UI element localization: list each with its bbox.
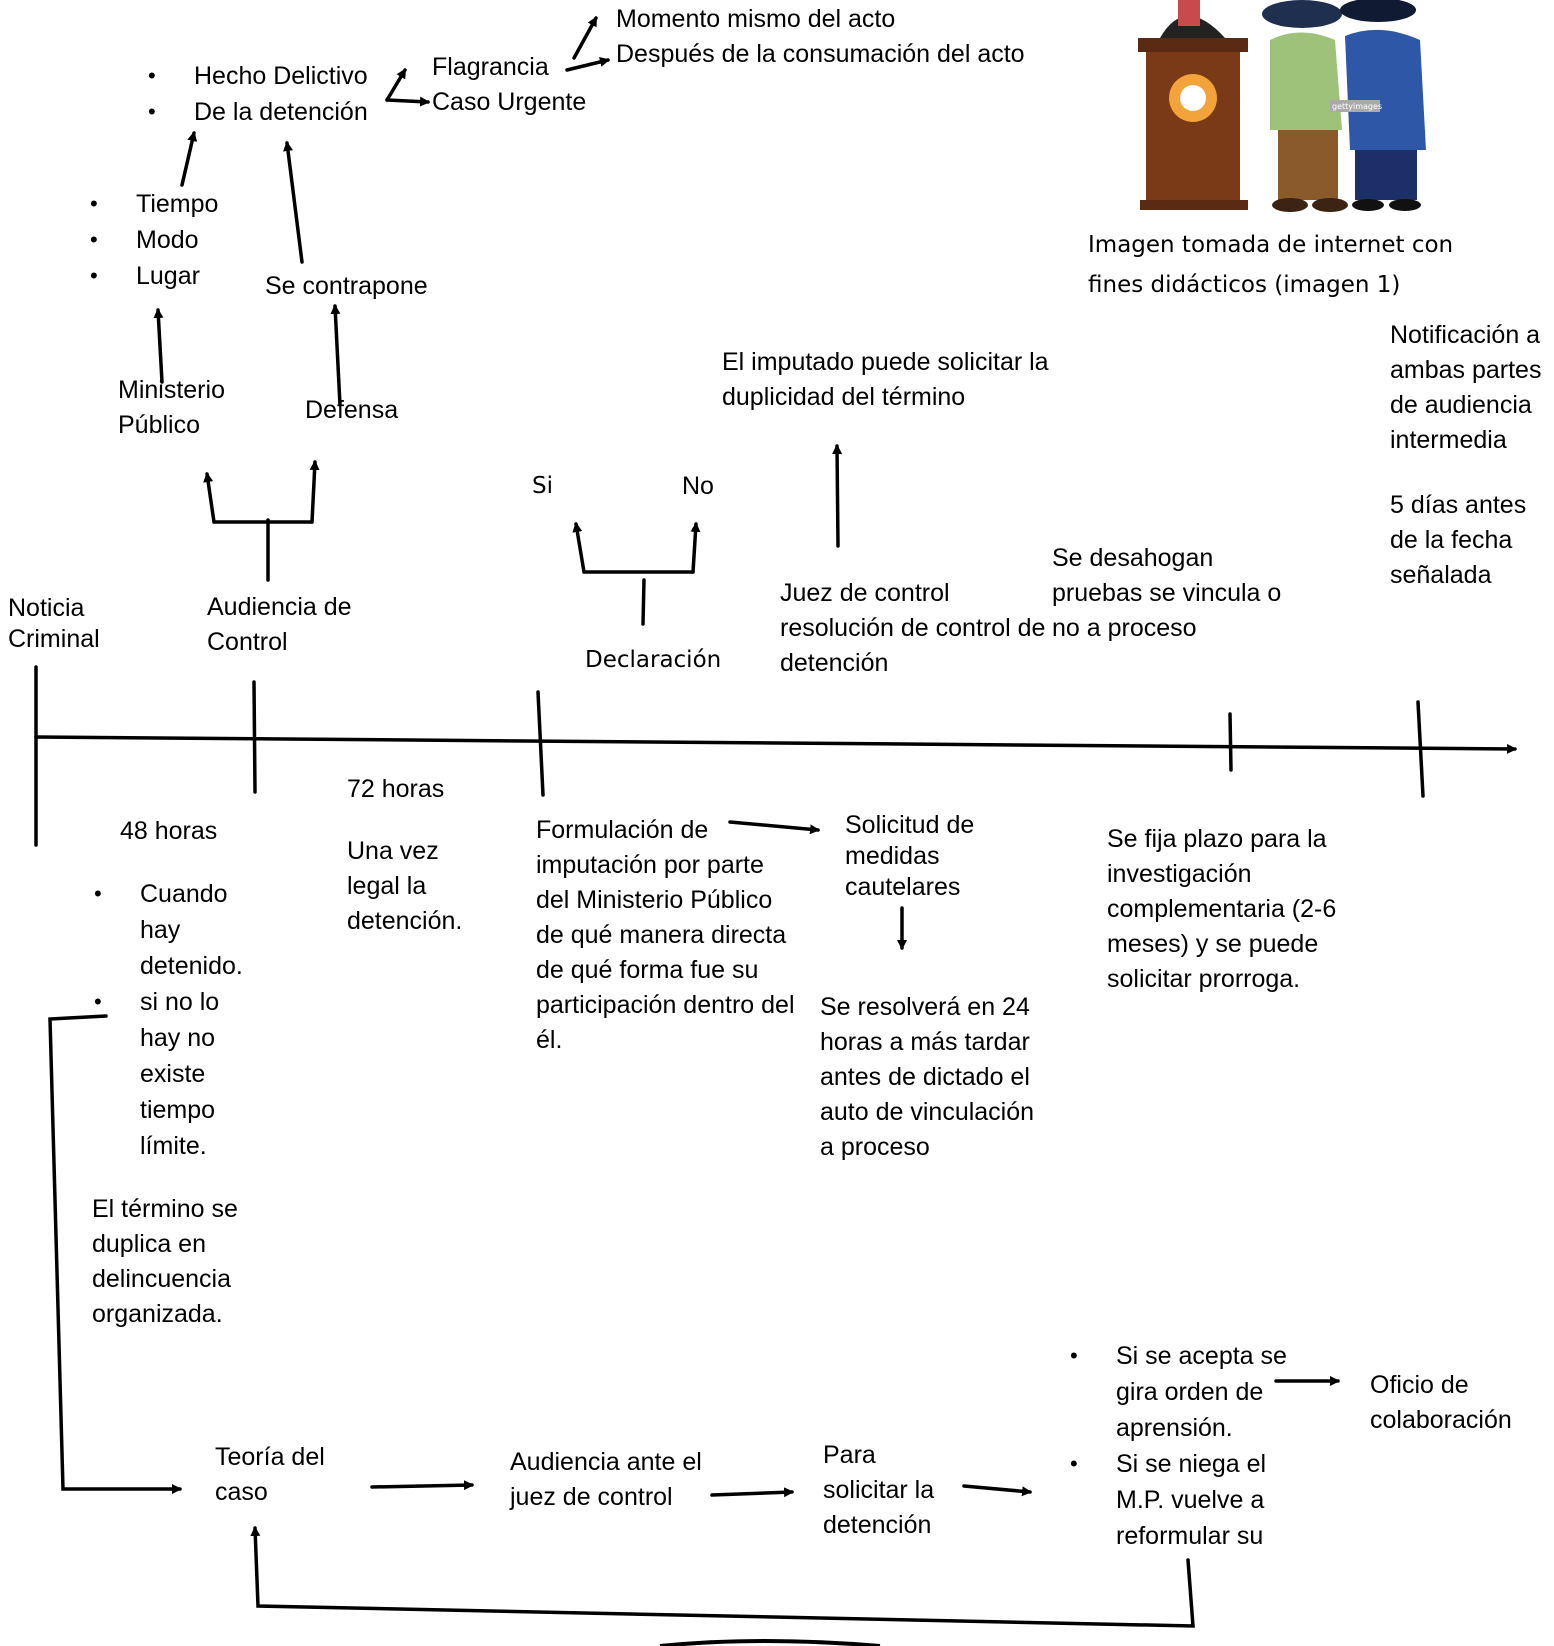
desahogan-note: Se desahogan pruebas se vincula o no a p… xyxy=(1052,544,1282,642)
h48-label: 48 horas xyxy=(120,817,218,845)
formulacion-note: Formulación de imputación por parte del … xyxy=(536,816,795,1054)
declaracion-label: Declaración xyxy=(585,647,722,673)
image-caption: Imagen tomada de internet con fines didá… xyxy=(1088,232,1454,298)
tiempo-modo-lugar-list: Tiempo Modo Lugar xyxy=(90,186,218,294)
list-item: Lugar xyxy=(90,258,218,294)
una-vez-note: Una vez legal la detención. xyxy=(347,837,463,935)
defensa-label: Defensa xyxy=(305,396,399,424)
despues-label: Después de la consumación del acto xyxy=(616,40,1025,68)
teoria-caso-label: Teoría del caso xyxy=(215,1443,325,1506)
para-solicitar-label: Para solicitar la detención xyxy=(823,1441,935,1539)
list-item: si no lo hay no existe tiempo límite. xyxy=(94,984,264,1164)
notificacion-note: Notificación a ambas partes de audiencia… xyxy=(1390,321,1542,454)
list-item: Si se acepta se gira orden de aprensión. xyxy=(1070,1338,1300,1446)
plazo-note: Se fija plazo para la investigación comp… xyxy=(1107,825,1337,993)
se-contrapone-label: Se contrapone xyxy=(265,272,428,300)
tick-audiencia xyxy=(252,680,257,794)
tick-notificacion xyxy=(1416,700,1425,798)
list-item: Hecho Delictivo xyxy=(148,58,368,94)
courtroom-illustration: gettyimages xyxy=(1130,0,1460,215)
si-label: Si xyxy=(532,473,553,499)
oficio-label: Oficio de colaboración xyxy=(1370,1371,1512,1434)
no-label: No xyxy=(682,472,714,500)
audiencia-juez-label: Audiencia ante el juez de control xyxy=(510,1448,702,1511)
hecho-detencion-list: Hecho Delictivo De la detención xyxy=(148,58,368,130)
cinco-dias-note: 5 días antes de la fecha señalada xyxy=(1390,491,1527,589)
list-item: Tiempo xyxy=(90,186,218,222)
duplica-note: El término se duplica en delincuencia or… xyxy=(92,1195,238,1328)
momento-label: Momento mismo del acto xyxy=(616,5,896,33)
list-item: De la detención xyxy=(148,94,368,130)
tick-plazo xyxy=(1228,712,1233,772)
juez-control-note: Juez de control resolución de control de… xyxy=(780,579,1046,677)
caso-urgente-label: Caso Urgente xyxy=(432,88,587,116)
noticia-criminal-label: Noticia Criminal xyxy=(8,594,100,653)
h48-bullets: Cuando hay detenido. si no lo hay no exi… xyxy=(94,876,264,1164)
tick-formulacion xyxy=(536,690,545,797)
orden-aprension-list: Si se acepta se gira orden de aprensión.… xyxy=(1070,1338,1300,1554)
solicitud-note: Solicitud de medidas cautelares xyxy=(845,811,975,901)
main-timeline-axis xyxy=(34,735,1517,754)
list-item: Si se niega el M.P. vuelve a reformular … xyxy=(1070,1446,1300,1554)
h72-label: 72 horas xyxy=(347,775,445,803)
flagrancia-label: Flagrancia xyxy=(432,53,549,81)
watermark-text: gettyimages xyxy=(1332,102,1382,111)
audiencia-control-label: Audiencia de Control xyxy=(207,593,352,656)
list-item: Cuando hay detenido. xyxy=(94,876,264,984)
list-item: Modo xyxy=(90,222,218,258)
resolvera-note: Se resolverá en 24 horas a más tardar an… xyxy=(820,993,1035,1161)
imputado-note: El imputado puede solicitar la duplicida… xyxy=(722,348,1049,411)
ministerio-publico-label: Ministerio Público xyxy=(118,376,225,439)
